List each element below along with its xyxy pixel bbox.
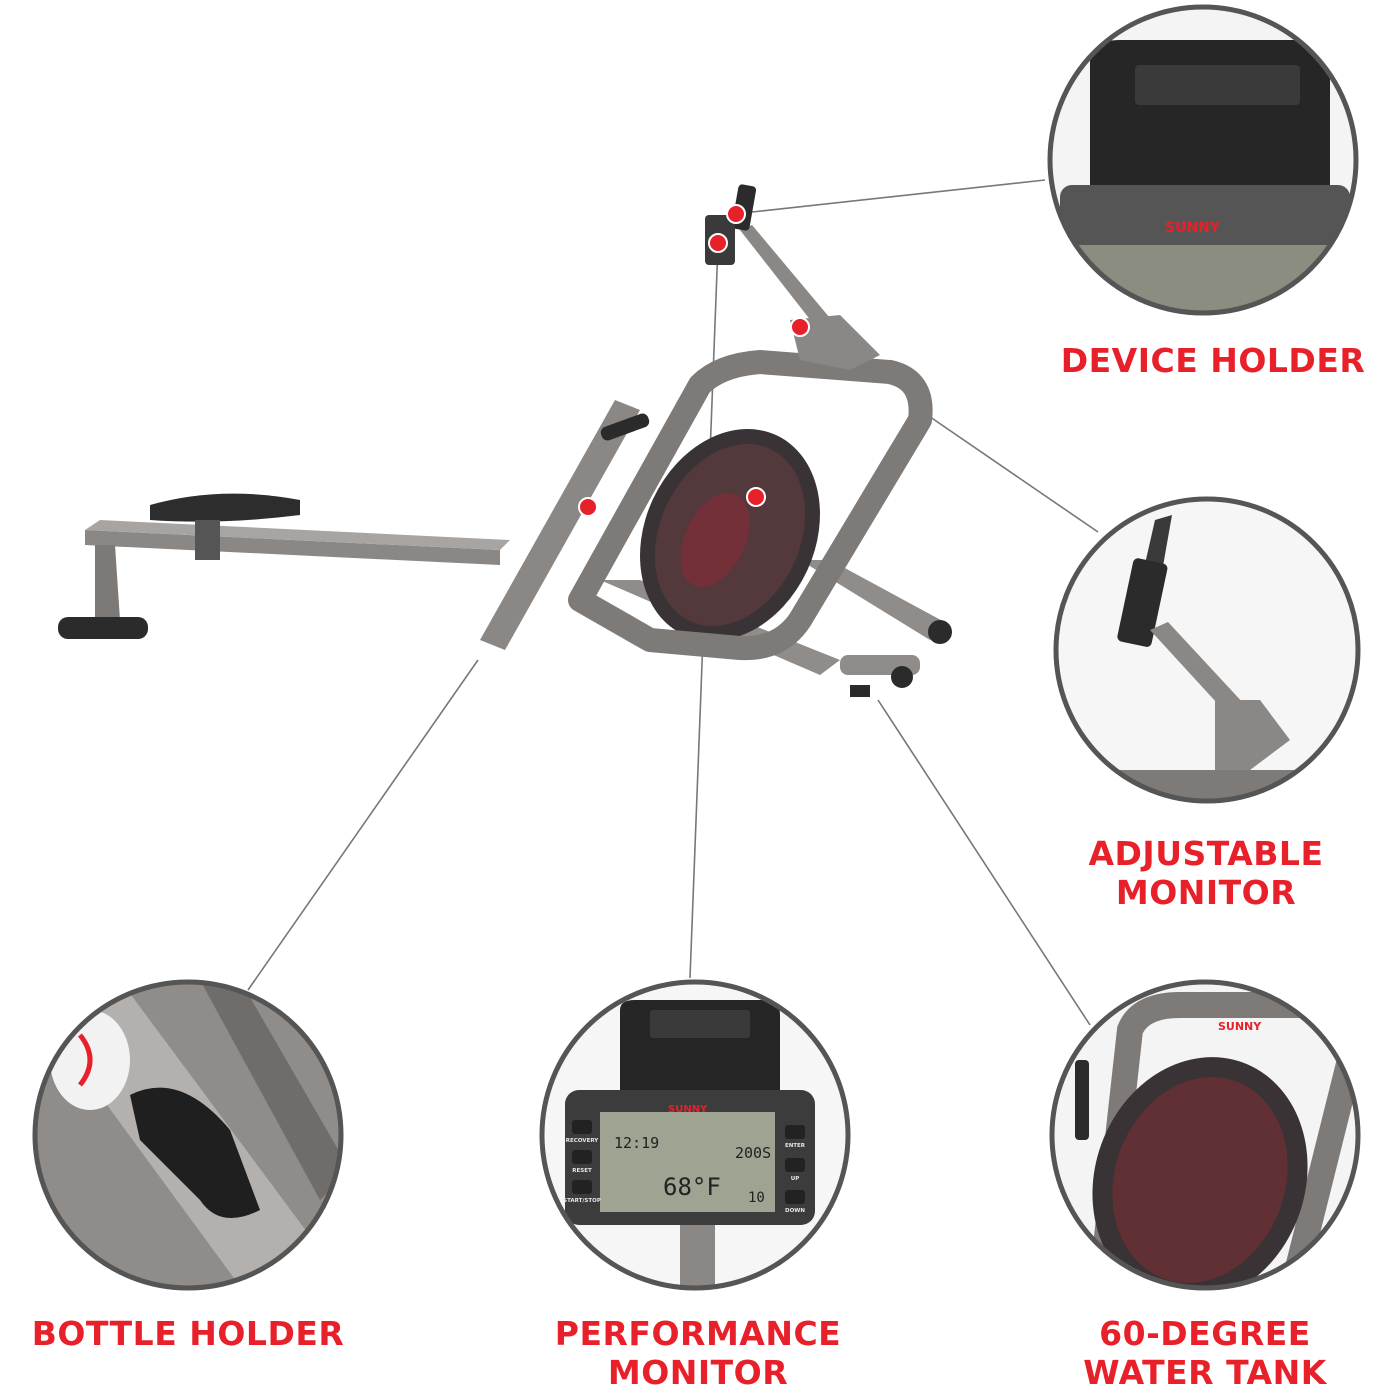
- label-line: DEVICE HOLDER: [1060, 341, 1366, 380]
- brand-logo: SUNNY: [1218, 1020, 1262, 1033]
- label-bottle-holder: BOTTLE HOLDER: [32, 1314, 345, 1353]
- enter-button-label: ENTER: [785, 1143, 806, 1149]
- label-device-holder: DEVICE HOLDER: [1061, 341, 1366, 380]
- marker-dot[interactable]: [726, 204, 746, 224]
- label-line: 60-DEGREE: [1099, 1314, 1311, 1353]
- recovery-button[interactable]: [572, 1120, 592, 1134]
- label-performance-monitor: PERFORMANCE MONITOR: [555, 1314, 841, 1392]
- leader-line-bottle-holder: [247, 659, 479, 991]
- start-stop-button-label: START/STOP: [563, 1198, 601, 1204]
- up-button-label: UP: [791, 1176, 800, 1182]
- detail-circle-device-holder: SUNNY: [1047, 4, 1359, 316]
- down-button[interactable]: [785, 1190, 805, 1204]
- lcd-distance: 200S: [735, 1144, 771, 1162]
- label-line: MONITOR: [607, 1353, 789, 1392]
- feature-markers: [578, 204, 810, 517]
- down-button-label: DOWN: [785, 1208, 805, 1214]
- start-stop-button[interactable]: [572, 1180, 592, 1194]
- label-line: ADJUSTABLE: [1088, 834, 1324, 873]
- detail-circle-water-tank: SUNNY: [1049, 979, 1361, 1291]
- leader-line-adjustable-monitor: [919, 409, 1099, 533]
- reset-button-label: RESET: [572, 1168, 592, 1174]
- marker-dot[interactable]: [790, 317, 810, 337]
- detail-circle-bottle-holder: [32, 979, 344, 1291]
- label-line: MONITOR: [1115, 873, 1297, 912]
- marker-dot[interactable]: [746, 487, 766, 507]
- recovery-button-label: RECOVERY: [566, 1138, 600, 1144]
- detail-circle-performance-monitor: SUNNY 12:19 200S 68°F 10 RECOVERY RESET …: [539, 979, 851, 1291]
- rowing-machine: [58, 184, 952, 697]
- leader-line-device-holder: [751, 179, 1046, 213]
- brand-logo: SUNNY: [668, 1104, 708, 1115]
- brand-logo: SUNNY: [1165, 220, 1221, 236]
- label-line: WATER TANK: [1083, 1353, 1327, 1392]
- label-adjustable-monitor: ADJUSTABLE MONITOR: [1089, 834, 1324, 912]
- leader-line-water-tank: [877, 699, 1091, 1026]
- marker-dot[interactable]: [708, 233, 728, 253]
- marker-dot[interactable]: [578, 497, 598, 517]
- lcd-count: 10: [748, 1190, 765, 1206]
- label-water-tank: 60-DEGREE WATER TANK: [1083, 1314, 1327, 1392]
- reset-button[interactable]: [572, 1150, 592, 1164]
- up-button[interactable]: [785, 1158, 805, 1172]
- enter-button[interactable]: [785, 1125, 805, 1139]
- label-line: PERFORMANCE: [554, 1314, 842, 1353]
- detail-circle-adjustable-monitor: [1053, 496, 1361, 804]
- label-line: BOTTLE HOLDER: [31, 1314, 345, 1353]
- lcd-temperature: 68°F: [663, 1173, 721, 1201]
- lcd-time: 12:19: [614, 1134, 659, 1152]
